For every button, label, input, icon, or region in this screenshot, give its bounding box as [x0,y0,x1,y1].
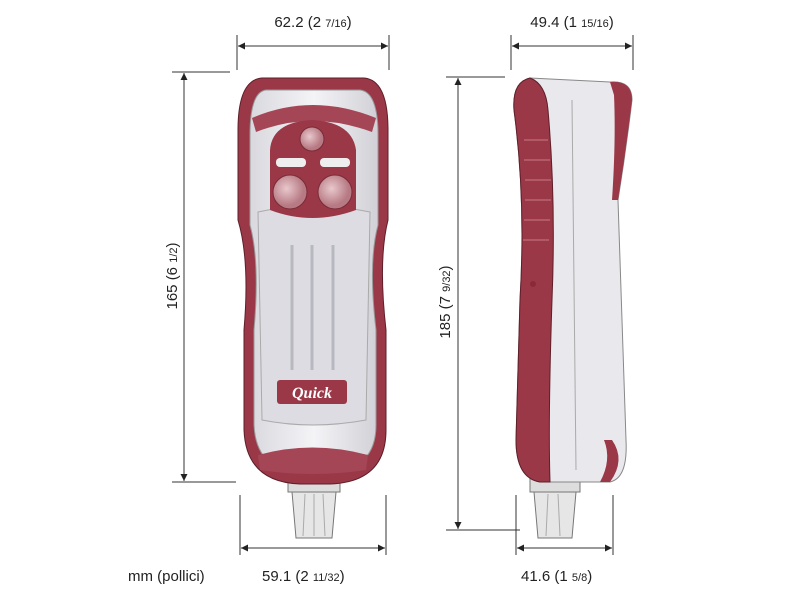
units-label: mm (pollici) [128,568,205,585]
front-bottom-width-label: 59.1 (2 11/32) [262,568,345,585]
quick-logo: Quick [277,380,347,404]
cable-gland-side [529,477,581,539]
side-view [513,77,633,539]
side-top-width-label: 49.4 (1 15/16) [530,14,613,31]
svg-text:Quick: Quick [292,385,332,402]
right-button [317,174,353,210]
indicator-left [276,158,306,167]
side-height-label: 185 (7 9/32) [437,265,454,338]
side-bottom-width-label: 41.6 (1 5/8) [521,568,592,585]
cable-gland-front [287,477,341,539]
front-top-width-label: 62.2 (2 7/16) [274,14,351,31]
left-button [272,174,308,210]
front-height-label: 165 (6 1/2) [164,242,181,309]
indicator-right [320,158,350,167]
top-button [299,126,325,152]
dimension-lines [172,35,634,555]
front-view: Quick [237,77,389,539]
